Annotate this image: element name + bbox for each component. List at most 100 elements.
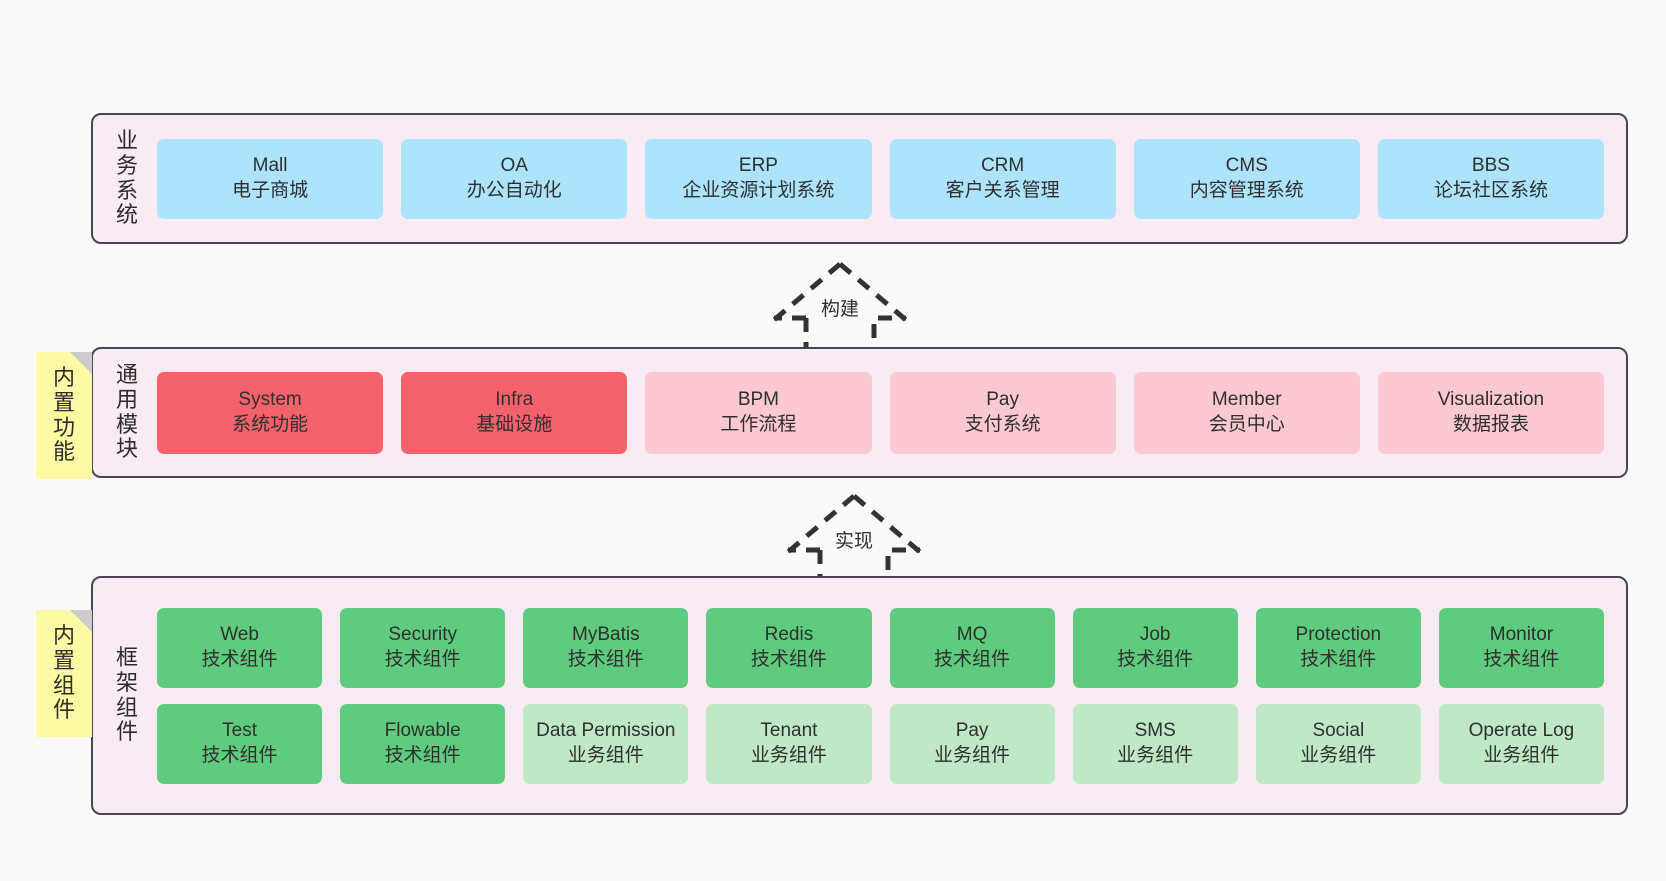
note-builtin-component[interactable]: 内置组件 — [36, 610, 92, 737]
note-builtin-function[interactable]: 内置功能 — [36, 352, 92, 479]
box-mq[interactable]: MQ 技术组件 — [889, 607, 1055, 688]
box-pay-business[interactable]: Pay 业务组件 — [889, 703, 1055, 784]
box-title: Visualization — [1437, 388, 1545, 410]
box-bpm[interactable]: BPM 工作流程 — [645, 371, 872, 454]
box-social[interactable]: Social 业务组件 — [1255, 703, 1421, 784]
box-title: Mall — [252, 154, 288, 176]
box-subtitle: 技术组件 — [384, 648, 461, 670]
box-row: Web 技术组件 Security 技术组件 MyBatis 技术组件 Redi… — [157, 607, 1604, 688]
implement-arrow: 实现 — [774, 490, 934, 586]
box-member[interactable]: Member 会员中心 — [1133, 371, 1360, 454]
box-title: Job — [1139, 623, 1171, 645]
box-title: Security — [388, 623, 457, 645]
box-job[interactable]: Job 技术组件 — [1072, 607, 1238, 688]
box-subtitle: 技术组件 — [750, 648, 827, 670]
layer-title-framework-component: 框架组件 — [115, 645, 138, 745]
box-subtitle: 技术组件 — [1483, 648, 1560, 670]
box-visualization[interactable]: Visualization 数据报表 — [1377, 371, 1605, 454]
layer-title-business-system: 业务系统 — [115, 128, 138, 228]
box-web[interactable]: Web 技术组件 — [157, 607, 323, 688]
box-bbs[interactable]: BBS 论坛社区系统 — [1377, 138, 1605, 219]
note-label: 内置组件 — [52, 623, 75, 723]
box-title: Operate Log — [1468, 719, 1575, 741]
box-test[interactable]: Test 技术组件 — [157, 703, 323, 784]
box-subtitle: 内容管理系统 — [1189, 179, 1304, 201]
layer-body-framework-component: Web 技术组件 Security 技术组件 MyBatis 技术组件 Redi… — [147, 607, 1626, 784]
box-data-permission[interactable]: Data Permission 业务组件 — [523, 703, 689, 784]
box-subtitle: 业务组件 — [750, 744, 827, 766]
box-system[interactable]: System 系统功能 — [157, 371, 384, 454]
box-title: ERP — [738, 154, 778, 176]
box-subtitle: 业务组件 — [567, 744, 644, 766]
box-oa[interactable]: OA 办公自动化 — [401, 138, 628, 219]
box-title: BBS — [1471, 154, 1510, 176]
box-row: Test 技术组件 Flowable 技术组件 Data Permission … — [157, 703, 1604, 784]
box-subtitle: 技术组件 — [201, 744, 278, 766]
layer-framework-component[interactable]: 框架组件 Web 技术组件 Security 技术组件 MyBatis 技术组件… — [91, 576, 1628, 815]
box-redis[interactable]: Redis 技术组件 — [706, 607, 872, 688]
box-subtitle: 企业资源计划系统 — [682, 179, 835, 201]
box-tenant[interactable]: Tenant 业务组件 — [706, 703, 872, 784]
box-title: Redis — [764, 623, 814, 645]
box-subtitle: 业务组件 — [1117, 744, 1194, 766]
box-title: MyBatis — [572, 623, 640, 645]
box-title: Infra — [495, 388, 534, 410]
box-security[interactable]: Security 技术组件 — [340, 607, 506, 688]
box-title: Pay — [986, 388, 1019, 410]
box-row: System 系统功能 Infra 基础设施 BPM 工作流程 Pay 支付系统… — [157, 371, 1605, 454]
box-pay[interactable]: Pay 支付系统 — [889, 371, 1116, 454]
box-subtitle: 会员中心 — [1208, 413, 1285, 435]
box-subtitle: 业务组件 — [1300, 744, 1377, 766]
box-subtitle: 基础设施 — [476, 413, 553, 435]
box-title: SMS — [1134, 719, 1176, 741]
box-subtitle: 论坛社区系统 — [1433, 179, 1548, 201]
box-subtitle: 工作流程 — [720, 413, 797, 435]
box-title: CMS — [1225, 154, 1268, 176]
box-subtitle: 客户关系管理 — [945, 179, 1060, 201]
box-title: Tenant — [760, 719, 818, 741]
box-row: Mall 电子商城 OA 办公自动化 ERP 企业资源计划系统 CRM 客户关系… — [157, 138, 1605, 219]
box-subtitle: 办公自动化 — [466, 179, 562, 201]
layer-title-common-module: 通用模块 — [115, 362, 138, 462]
layer-business-system[interactable]: 业务系统 Mall 电子商城 OA 办公自动化 ERP 企业资源计划系统 CRM… — [91, 113, 1628, 244]
box-title: Protection — [1295, 623, 1382, 645]
box-title: Data Permission — [536, 719, 676, 741]
box-protection[interactable]: Protection 技术组件 — [1255, 607, 1421, 688]
box-title: Member — [1211, 388, 1282, 410]
box-subtitle: 数据报表 — [1452, 413, 1529, 435]
box-subtitle: 电子商城 — [232, 179, 309, 201]
build-arrow: 构建 — [760, 258, 920, 354]
box-crm[interactable]: CRM 客户关系管理 — [889, 138, 1116, 219]
box-title: System — [238, 388, 302, 410]
box-title: CRM — [980, 154, 1025, 176]
box-title: Social — [1312, 719, 1365, 741]
box-cms[interactable]: CMS 内容管理系统 — [1133, 138, 1360, 219]
box-flowable[interactable]: Flowable 技术组件 — [340, 703, 506, 784]
box-erp[interactable]: ERP 企业资源计划系统 — [645, 138, 872, 219]
box-infra[interactable]: Infra 基础设施 — [401, 371, 628, 454]
box-title: Test — [222, 719, 257, 741]
layer-body-business-system: Mall 电子商城 OA 办公自动化 ERP 企业资源计划系统 CRM 客户关系… — [147, 138, 1626, 219]
box-subtitle: 系统功能 — [232, 413, 309, 435]
box-title: Monitor — [1489, 623, 1554, 645]
box-subtitle: 业务组件 — [934, 744, 1011, 766]
box-subtitle: 业务组件 — [1483, 744, 1560, 766]
box-subtitle: 技术组件 — [201, 648, 278, 670]
box-monitor[interactable]: Monitor 技术组件 — [1438, 607, 1604, 688]
box-subtitle: 技术组件 — [934, 648, 1011, 670]
box-subtitle: 技术组件 — [1300, 648, 1377, 670]
box-sms[interactable]: SMS 业务组件 — [1072, 703, 1238, 784]
box-title: MQ — [956, 623, 988, 645]
layer-common-module[interactable]: 通用模块 System 系统功能 Infra 基础设施 BPM 工作流程 Pay… — [91, 347, 1628, 478]
box-title: BPM — [737, 388, 780, 410]
box-operate-log[interactable]: Operate Log 业务组件 — [1438, 703, 1604, 784]
box-title: Pay — [955, 719, 989, 741]
box-subtitle: 技术组件 — [1117, 648, 1194, 670]
box-title: Flowable — [384, 719, 461, 741]
box-mybatis[interactable]: MyBatis 技术组件 — [523, 607, 689, 688]
box-title: Web — [220, 623, 259, 645]
layer-body-common-module: System 系统功能 Infra 基础设施 BPM 工作流程 Pay 支付系统… — [147, 371, 1626, 454]
box-mall[interactable]: Mall 电子商城 — [157, 138, 384, 219]
box-subtitle: 支付系统 — [964, 413, 1041, 435]
